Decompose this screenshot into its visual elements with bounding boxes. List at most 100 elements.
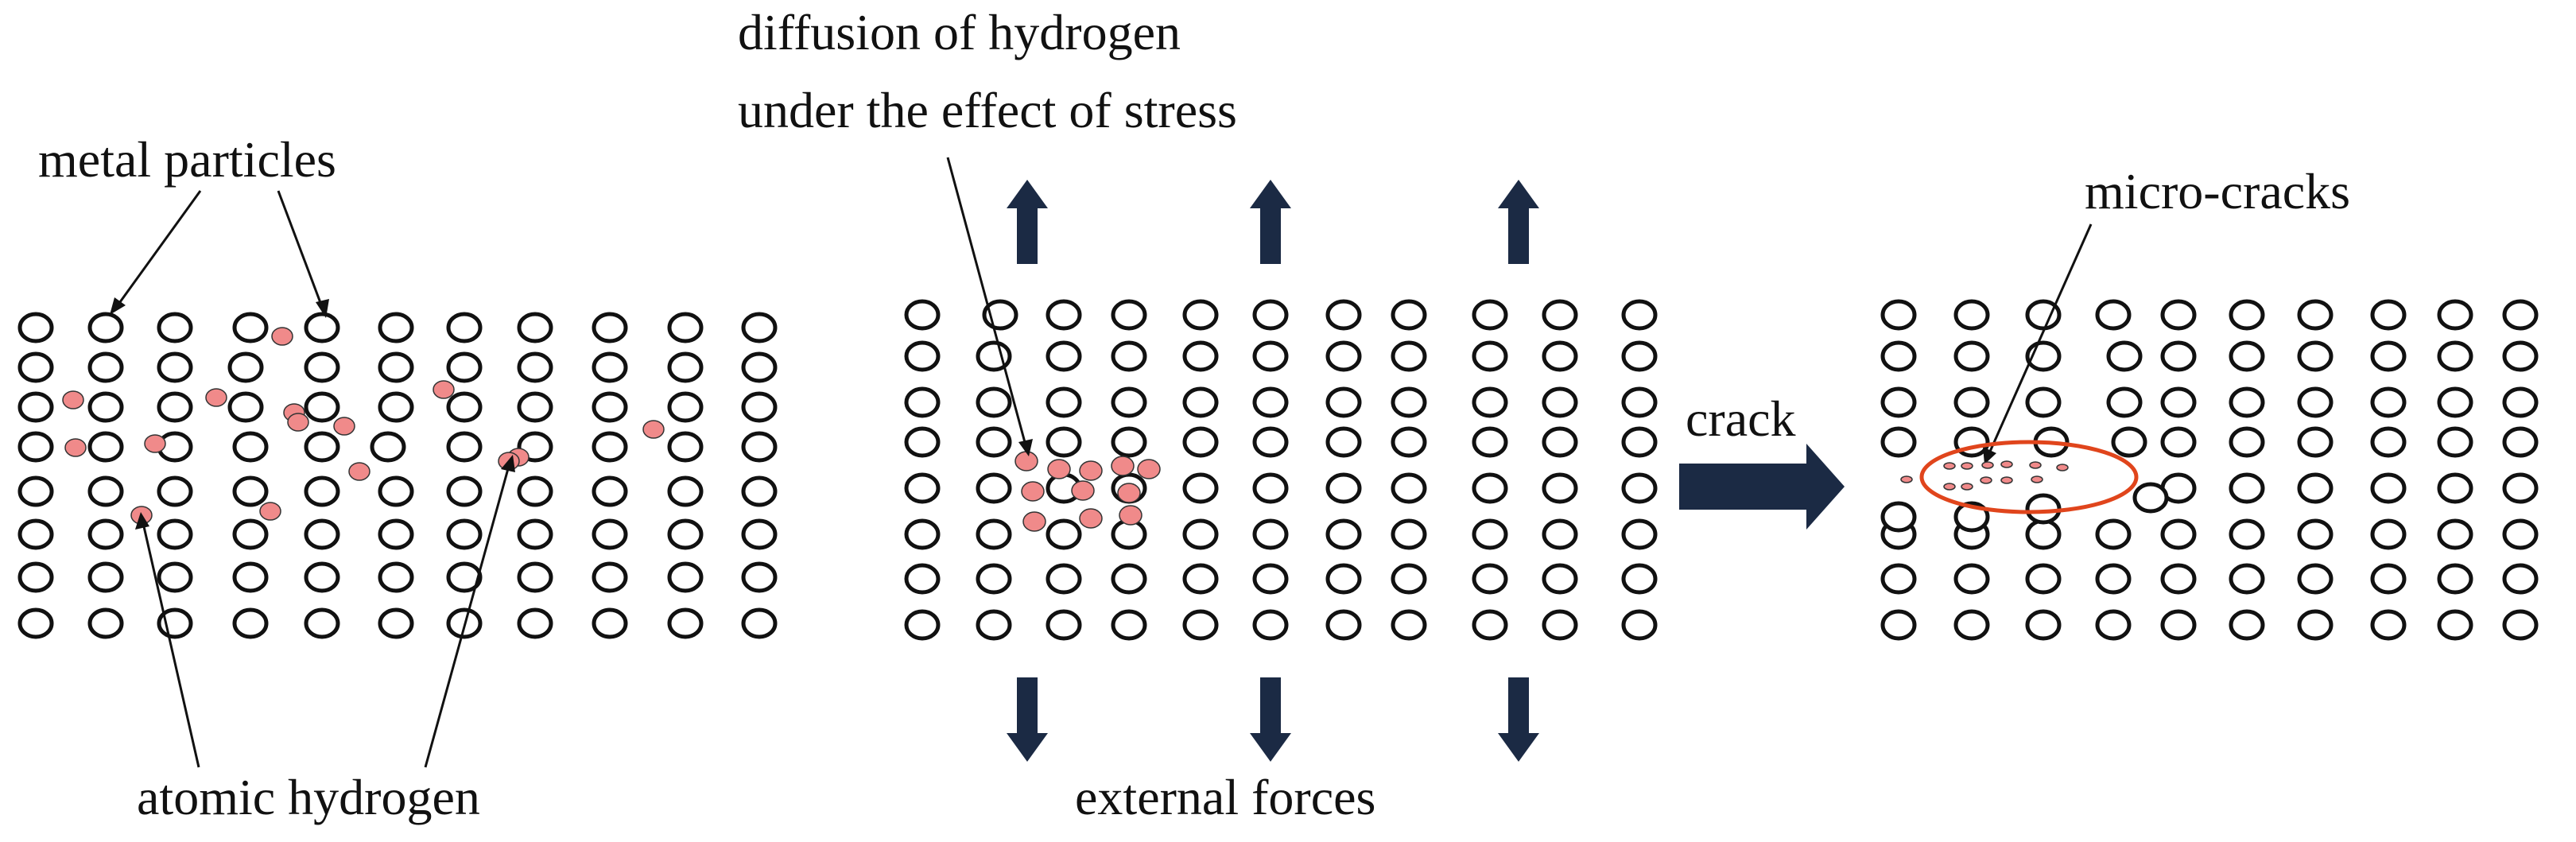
- metal-atom: [17, 518, 54, 550]
- metal-atom: [304, 351, 340, 383]
- metal-atom: [2502, 426, 2539, 458]
- hydrogen-atom: [1079, 460, 1103, 481]
- metal-atom: [378, 391, 414, 423]
- metal-atom: [2106, 340, 2143, 372]
- hydrogen-atom: [62, 390, 84, 409]
- metal-atom: [2229, 563, 2265, 595]
- metal-atom: [592, 607, 628, 639]
- metal-atom: [2502, 472, 2539, 504]
- metal-atom: [1252, 518, 1289, 550]
- metal-atom: [904, 518, 941, 550]
- metal-atom: [304, 391, 340, 423]
- force-arrow-down: [1250, 677, 1291, 762]
- metal-atom: [1252, 340, 1289, 372]
- metal-atom: [446, 561, 483, 593]
- metal-atom: [304, 312, 340, 343]
- metal-atom: [904, 386, 941, 418]
- metal-atom: [446, 518, 483, 550]
- metal-atom: [976, 563, 1012, 595]
- metal-atom: [2437, 340, 2473, 372]
- metal-atom: [232, 431, 269, 463]
- metal-atom: [2437, 609, 2473, 641]
- metal-atom: [1111, 299, 1147, 331]
- metal-atom: [2370, 426, 2407, 458]
- metal-atom: [157, 391, 193, 423]
- metal-atom: [157, 475, 193, 507]
- metal-atom: [592, 518, 628, 550]
- metal-atom: [1182, 299, 1219, 331]
- micro-crack-mark: [2000, 460, 2013, 468]
- metal-atom: [2095, 563, 2132, 595]
- metal-atom: [1472, 386, 1508, 418]
- arrowhead-metal-particles-2: [316, 299, 329, 318]
- metal-atom: [1621, 563, 1658, 595]
- metal-atom: [2297, 386, 2334, 418]
- metal-atom: [2502, 518, 2539, 550]
- metal-atom: [976, 472, 1012, 504]
- metal-atom: [741, 431, 778, 463]
- metal-atom: [2160, 426, 2197, 458]
- metal-atom: [1391, 563, 1427, 595]
- metal-atom: [378, 475, 414, 507]
- metal-atom: [304, 431, 340, 463]
- metal-atom: [1953, 609, 1990, 641]
- metal-atom: [1472, 299, 1508, 331]
- hydrogen-atom: [642, 420, 665, 439]
- metal-atom: [1046, 340, 1082, 372]
- metal-atom: [1542, 472, 1578, 504]
- hydrogen-atom: [205, 388, 227, 407]
- metal-atom: [2111, 426, 2147, 458]
- metal-atom: [904, 426, 941, 458]
- metal-atom: [1880, 501, 1917, 533]
- metal-atom: [1391, 609, 1427, 641]
- metal-atom: [2297, 609, 2334, 641]
- metal-atom: [1880, 340, 1917, 372]
- metal-atom: [2370, 563, 2407, 595]
- metal-atom: [232, 312, 269, 343]
- leader-atomic-hydrogen-2: [424, 465, 510, 768]
- metal-atom: [2437, 563, 2473, 595]
- metal-atom: [1542, 340, 1578, 372]
- metal-atom: [2095, 518, 2132, 550]
- metal-atom: [741, 312, 778, 343]
- metal-atom: [1111, 340, 1147, 372]
- metal-atom: [232, 607, 269, 639]
- metal-atom: [2370, 386, 2407, 418]
- metal-atom: [1621, 426, 1658, 458]
- label-atomic-hydrogen: atomic hydrogen: [137, 769, 480, 825]
- metal-atom: [2297, 472, 2334, 504]
- metal-atom: [87, 351, 124, 383]
- metal-atom: [1621, 299, 1658, 331]
- metal-atom: [667, 561, 704, 593]
- micro-crack-mark: [1961, 483, 1973, 491]
- metal-atom: [370, 431, 406, 463]
- metal-atom: [1472, 518, 1508, 550]
- hydrogen-atom: [1079, 508, 1103, 529]
- metal-atom: [2095, 299, 2132, 331]
- metal-atom: [1325, 299, 1362, 331]
- metal-atom: [2160, 386, 2197, 418]
- force-arrow-down: [1498, 677, 1539, 762]
- metal-atom: [446, 391, 483, 423]
- metal-atom: [2502, 299, 2539, 331]
- metal-atom: [1325, 609, 1362, 641]
- metal-atom: [741, 391, 778, 423]
- metal-atom: [17, 351, 54, 383]
- metal-atom: [1182, 518, 1219, 550]
- metal-atom: [446, 431, 483, 463]
- metal-atom: [592, 561, 628, 593]
- metal-atom: [1953, 299, 1990, 331]
- leader-atomic-hydrogen-1: [142, 522, 200, 768]
- arrowhead-diffusion: [1018, 439, 1033, 456]
- metal-atom: [1325, 426, 1362, 458]
- metal-atom: [17, 431, 54, 463]
- metal-atom: [2437, 472, 2473, 504]
- metal-atom: [17, 312, 54, 343]
- metal-atom: [904, 563, 941, 595]
- hydrogen-atom: [144, 434, 166, 453]
- hydrogen-atom: [433, 380, 455, 399]
- metal-atom: [1046, 386, 1082, 418]
- metal-atom: [2025, 493, 2062, 525]
- metal-atom: [1046, 563, 1082, 595]
- hydrogen-atom: [287, 413, 309, 432]
